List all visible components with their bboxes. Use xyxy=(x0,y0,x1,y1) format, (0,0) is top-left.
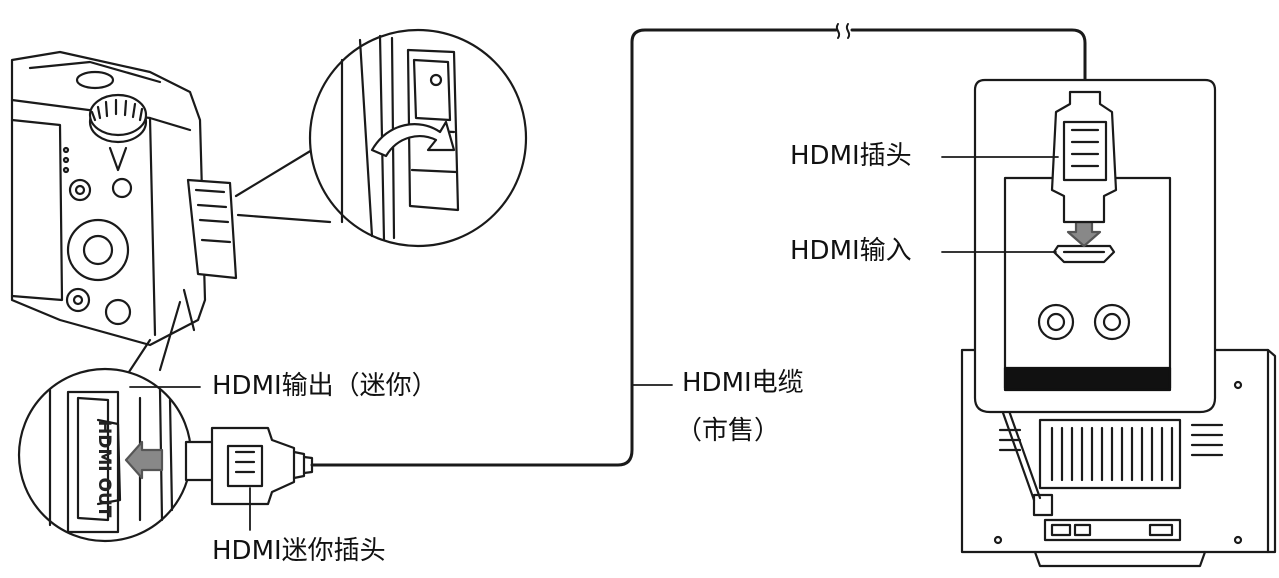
insert-arrow-icon xyxy=(124,440,164,480)
hdmi-port-zoom xyxy=(17,300,314,543)
control-pad xyxy=(65,177,133,326)
mode-dial xyxy=(88,93,148,144)
camera-illustration xyxy=(10,50,238,347)
hdmi-cable xyxy=(310,28,1087,467)
insert-arrow-down-icon xyxy=(1066,220,1102,248)
hdmi-input-socket xyxy=(1052,244,1116,264)
open-arrow-icon xyxy=(370,120,456,158)
label-hdmi-plug: HDMI插头 xyxy=(790,141,912,171)
label-hdmi-input: HDMI输入 xyxy=(790,236,912,266)
tv-illustration xyxy=(960,78,1277,568)
label-hdmi-mini-plug: HDMI迷你插头 xyxy=(212,536,386,566)
cable-break-icon xyxy=(835,23,851,39)
hdmi-out-port-label: HDMI OUT xyxy=(94,420,114,518)
port-cover-zoom xyxy=(234,28,528,248)
label-hdmi-cable: HDMI电缆 xyxy=(682,368,804,398)
tv-panel-bar xyxy=(1003,366,1172,392)
label-hdmi-output-mini: HDMI输出（迷你） xyxy=(212,371,438,401)
hdmi-plug-illustration xyxy=(1050,90,1118,224)
label-hdmi-cable-retail: （市售） xyxy=(676,416,781,446)
